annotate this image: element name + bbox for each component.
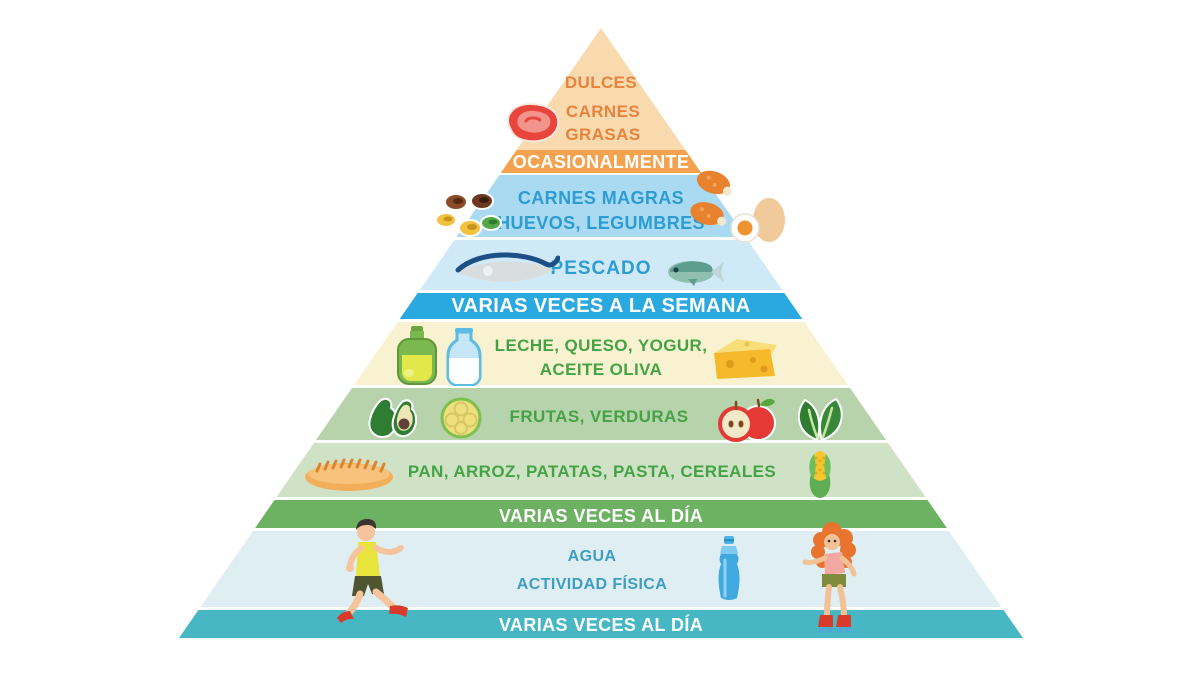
avocado-icon [366,394,418,444]
steak-icon [501,98,565,146]
band-agua-actividad [179,531,1023,607]
carnes-grasas-line1: CARNES [565,102,641,121]
carnes-magras-line1: CARNES MAGRAS [517,188,685,208]
milk-bottle-icon [444,328,484,386]
apples-icon [714,394,780,444]
carnes-grasas-label: CARNES GRASAS [565,101,640,147]
ocasionalmente-banner-label: OCASIONALMENTE [512,152,690,172]
dulces-label: DULCES [564,73,638,92]
carnes-grasas-line2: GRASAS [565,124,641,144]
cauliflower-icon [440,395,482,442]
lacteos-line2: ACEITE OLIVA [539,359,663,379]
roller-skater-icon [796,520,868,644]
lacteos-line1: LECHE, QUESO, YOGUR, [494,336,708,355]
baguette-icon [303,455,395,493]
varias-veces-semana-banner-label: VARIAS VECES A LA SEMANA [451,295,751,317]
mackerel-icon [664,252,726,288]
actividad-fisica-label: ACTIVIDAD FÍSICA [516,576,668,593]
frutas-verduras-label: FRUTAS, VERDURAS [509,407,689,426]
band-varias-veces-dia-1 [179,500,1023,528]
varias-veces-dia-2-banner-label: VARIAS VECES AL DÍA [498,615,704,635]
agua-label: AGUA [567,548,617,565]
eggs-icon [730,196,786,244]
corn-cob-icon [806,450,834,500]
olive-oil-bottle-icon [395,326,439,386]
runner-icon [324,516,412,624]
cheese-wedge-icon [710,336,780,381]
pescado-label: PESCADO [550,258,652,279]
carnes-magras-label: CARNES MAGRAS HUEVOS, LEGUMBRES [497,186,705,236]
carnes-magras-line2: HUEVOS, LEGUMBRES [497,213,705,234]
spinach-icon [793,394,847,444]
cereales-label: PAN, ARROZ, PATATAS, PASTA, CEREALES [407,462,777,481]
water-bottle-icon [712,536,746,604]
varias-veces-dia-1-banner-label: VARIAS VECES AL DÍA [498,506,704,526]
lacteos-label: LECHE, QUESO, YOGUR, ACEITE OLIVA [495,334,708,382]
chicken-drumsticks-icon [687,168,741,232]
band-varias-veces-dia-2 [179,610,1023,638]
fish-icon [450,244,560,290]
legumes-icon [434,190,504,240]
